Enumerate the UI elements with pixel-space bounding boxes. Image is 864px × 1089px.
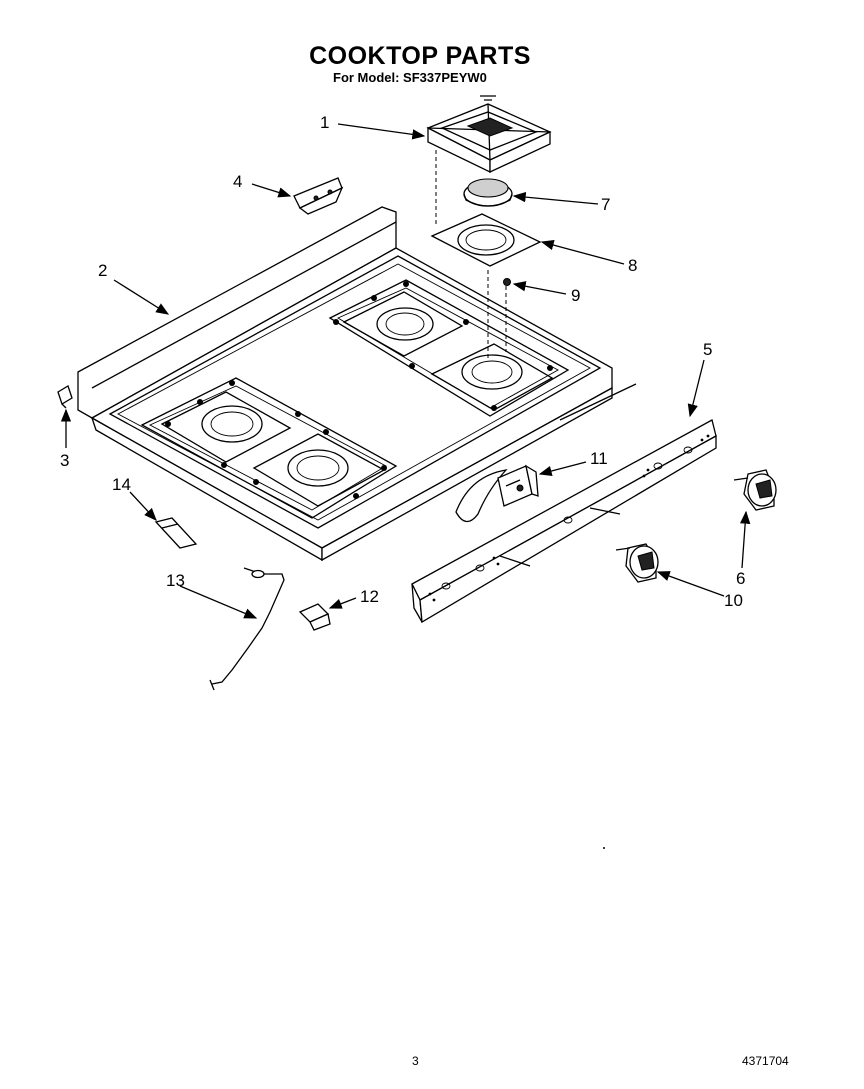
callout-8: 8 xyxy=(628,256,638,275)
leader-10 xyxy=(656,571,725,597)
leader-2 xyxy=(113,279,170,315)
burner-cap xyxy=(463,178,513,207)
control-knob-right xyxy=(733,469,777,511)
burner-base xyxy=(430,213,542,267)
callout-10: 10 xyxy=(724,591,743,610)
page-number: 3 xyxy=(412,1054,419,1068)
callout-6: 6 xyxy=(736,569,746,588)
leader-9 xyxy=(512,281,567,295)
model-subtitle: For Model: SF337PEYW0 xyxy=(333,70,487,85)
control-manifold xyxy=(411,419,717,624)
callout-9: 9 xyxy=(571,286,581,305)
leader-5 xyxy=(687,359,705,418)
leader-7 xyxy=(512,191,599,205)
callout-2: 2 xyxy=(98,261,108,280)
burner-grate xyxy=(426,95,552,174)
leader-12 xyxy=(328,597,357,609)
spark-module xyxy=(455,464,539,523)
part-number: 4371704 xyxy=(742,1054,789,1068)
leader-11 xyxy=(538,461,587,477)
callout-14: 14 xyxy=(112,475,131,494)
callout-12: 12 xyxy=(360,587,379,606)
callout-4: 4 xyxy=(233,172,243,191)
wire-clip xyxy=(298,603,331,631)
callout-1: 1 xyxy=(320,113,330,132)
leader-4 xyxy=(251,183,292,198)
screw-part xyxy=(503,278,511,286)
callout-3: 3 xyxy=(60,451,70,470)
spacer-strip xyxy=(154,517,198,549)
cooktop-panel xyxy=(77,206,637,562)
hinge-bracket xyxy=(293,177,344,215)
igniter-wire xyxy=(209,567,285,691)
control-knob-left xyxy=(615,543,659,583)
callout-5: 5 xyxy=(703,340,713,359)
leader-6 xyxy=(739,510,751,569)
callout-11: 11 xyxy=(590,449,608,468)
callout-13: 13 xyxy=(166,571,185,590)
page-title: COOKTOP PARTS xyxy=(309,42,531,70)
leader-13 xyxy=(179,585,258,619)
leader-8 xyxy=(540,240,625,265)
leader-1 xyxy=(337,123,426,140)
leader-14 xyxy=(129,491,157,521)
callout-7: 7 xyxy=(601,195,611,214)
side-clip xyxy=(57,385,73,409)
